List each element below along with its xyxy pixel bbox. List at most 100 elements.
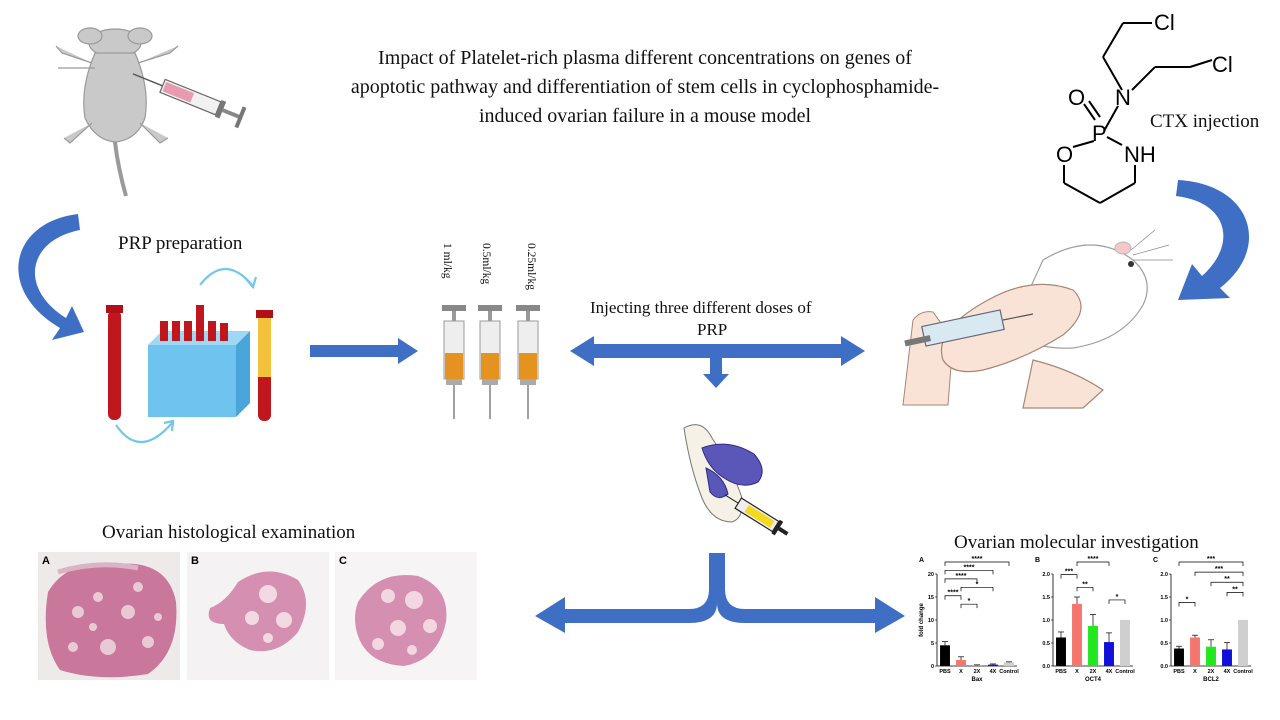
- chart-0-sig-bracket-1: [944, 570, 994, 575]
- chart-2-category-label-1: X: [1193, 669, 1197, 675]
- ctx-injection-label: CTX injection: [1150, 111, 1260, 132]
- double-arrow-horizontal: [570, 336, 865, 366]
- chart-1-category-label-3: 4X: [1106, 669, 1113, 675]
- chart-1-category-label-0: PBS: [1055, 669, 1067, 675]
- chart-panel-label-a: A: [919, 557, 924, 564]
- curved-arrow-right: [1176, 180, 1250, 300]
- molecular-label: Ovarian molecular investigation: [954, 532, 1199, 553]
- chart-2-bar-4: [1238, 620, 1248, 666]
- chart-2-sig-bracket-0: [1178, 561, 1244, 566]
- arrow-down-to-mouse: [703, 358, 729, 388]
- chart-2-category-label-2: 2X: [1208, 669, 1215, 675]
- ctx-injection-hand-illustration: [902, 229, 1173, 409]
- chart-1-category-label-1: X: [1075, 669, 1079, 675]
- chart-1-bar-4: [1120, 620, 1130, 666]
- chart-0-category-label-1: X: [959, 669, 963, 675]
- histology-panel-c-label: C: [339, 555, 347, 567]
- chart-0-category-label-3: 4X: [990, 669, 997, 675]
- split-arrow-bottom: [535, 553, 905, 633]
- chart-0-xlabel: Bax: [971, 677, 983, 683]
- chart-2-sig-label-2: **: [1224, 576, 1230, 583]
- chart-2-ytick-label-2: 1.0: [1160, 618, 1168, 624]
- histology-panels: A B C: [38, 552, 477, 680]
- curved-arrow-left: [18, 214, 84, 340]
- dose-label-2: 0.5ml/kg: [480, 243, 492, 285]
- chart-panel-label-b: B: [1035, 557, 1040, 564]
- three-syringes: [442, 304, 541, 420]
- dose-label-1: 1 ml/kg: [441, 243, 453, 279]
- chart-2-category-label-0: PBS: [1173, 669, 1185, 675]
- chart-0-ytick-label-0: 0: [931, 664, 934, 670]
- chart-2-sig-label-4: *: [1186, 596, 1189, 603]
- chart-1-bar-2: [1088, 625, 1098, 666]
- chart-0-bar-0: [940, 645, 950, 666]
- chart-1-bar-3: [1104, 642, 1114, 666]
- chem-o-double: O: [1068, 85, 1085, 110]
- chart-0-sig-label-4: ****: [948, 590, 959, 597]
- chart-0-ylabel: fold change: [919, 603, 925, 637]
- chart-0-category-label-0: PBS: [939, 669, 951, 675]
- chart-2-bar-1: [1190, 637, 1200, 666]
- title-line-1: Impact of Platelet-rich plasma different…: [378, 47, 912, 69]
- chart-0-bar-3: [988, 664, 998, 666]
- chem-cl-2: Cl: [1212, 52, 1233, 77]
- chart-1-sig-label-2: **: [1082, 581, 1088, 588]
- chart-2-sig-bracket-2: [1210, 581, 1244, 587]
- chart-0-ytick-label-2: 10: [928, 618, 934, 624]
- arrow-to-syringes: [310, 338, 418, 364]
- chart-0-sig-label-0: ****: [972, 556, 983, 563]
- chart-1-sig-bracket-1: [1060, 574, 1078, 579]
- chem-o-ring: O: [1056, 142, 1073, 167]
- chart-2-sig-label-0: ***: [1207, 556, 1215, 563]
- chart-0-category-label-4: Control: [999, 669, 1019, 675]
- title-line-2: apoptotic pathway and differentiation of…: [350, 76, 940, 98]
- chart-0-ytick-label-4: 20: [928, 572, 934, 578]
- chart-0-bar-1: [956, 660, 966, 666]
- prp-preparation-label: PRP preparation: [118, 233, 243, 254]
- chart-1-sig-label-3: *: [1116, 594, 1119, 601]
- chart-0-sig-bracket-3: [960, 586, 994, 592]
- chart-0-sig-bracket-5: [960, 603, 978, 609]
- chart-2-bar-0: [1174, 648, 1184, 666]
- chart-1-ytick-label-0: 0.0: [1042, 664, 1050, 670]
- chart-1-ytick-label-2: 1.0: [1042, 618, 1050, 624]
- cyclophosphamide-structure: Cl Cl N O P O NH: [1056, 10, 1233, 204]
- chem-nh: NH: [1124, 142, 1156, 167]
- chart-0-sig-bracket-4: [944, 595, 962, 600]
- chart-0-sig-label-1: ****: [964, 564, 975, 571]
- chart-0-sig-bracket-2: [944, 578, 978, 583]
- histology-label: Ovarian histological examination: [102, 522, 356, 543]
- histology-panel-b-label: B: [191, 555, 199, 567]
- chart-1-category-label-4: Control: [1115, 669, 1135, 675]
- chart-2-sig-bracket-1: [1194, 571, 1244, 577]
- chart-1-sig-bracket-2: [1076, 586, 1094, 592]
- chart-0-sig-label-5: *: [968, 598, 971, 605]
- chart-1-bar-1: [1072, 603, 1082, 666]
- chart-0-sig-bracket-0: [944, 561, 1010, 566]
- chart-2-sig-label-3: **: [1232, 586, 1238, 593]
- chart-0-ytick-label-3: 15: [928, 595, 934, 601]
- chart-1-sig-label-0: ****: [1088, 556, 1099, 563]
- chart-2-ytick-label-1: 0.5: [1160, 641, 1168, 647]
- chart-2-category-label-4: Control: [1233, 669, 1253, 675]
- chart-1-category-label-2: 2X: [1090, 669, 1097, 675]
- chart-1-bar-0: [1056, 637, 1066, 666]
- chart-2-ytick-label-4: 2.0: [1160, 572, 1168, 578]
- chart-0-sig-label-3: *: [976, 581, 979, 588]
- dose-label-3: 0.25ml/kg: [525, 243, 537, 290]
- chart-1-sig-bracket-3: [1108, 599, 1126, 604]
- chart-1-sig-bracket-0: [1076, 561, 1110, 566]
- mouse-injection-illustration: [55, 27, 247, 197]
- chart-2-sig-bracket-4: [1178, 602, 1196, 607]
- prp-injection-mouse-illustration: [683, 424, 789, 536]
- chart-0-bar-4: [1004, 662, 1014, 666]
- chart-1-sig-label-1: ***: [1065, 569, 1073, 576]
- chart-1-ytick-label-3: 1.5: [1042, 595, 1050, 601]
- chem-p: P: [1092, 121, 1107, 146]
- histology-panel-a-label: A: [42, 555, 50, 567]
- chart-1-xlabel: OCT4: [1085, 677, 1102, 683]
- chart-0-ytick-label-1: 5: [931, 641, 934, 647]
- injecting-doses-label-1: Injecting three different doses of: [590, 298, 812, 317]
- chart-2-ytick-label-0: 0.0: [1160, 664, 1168, 670]
